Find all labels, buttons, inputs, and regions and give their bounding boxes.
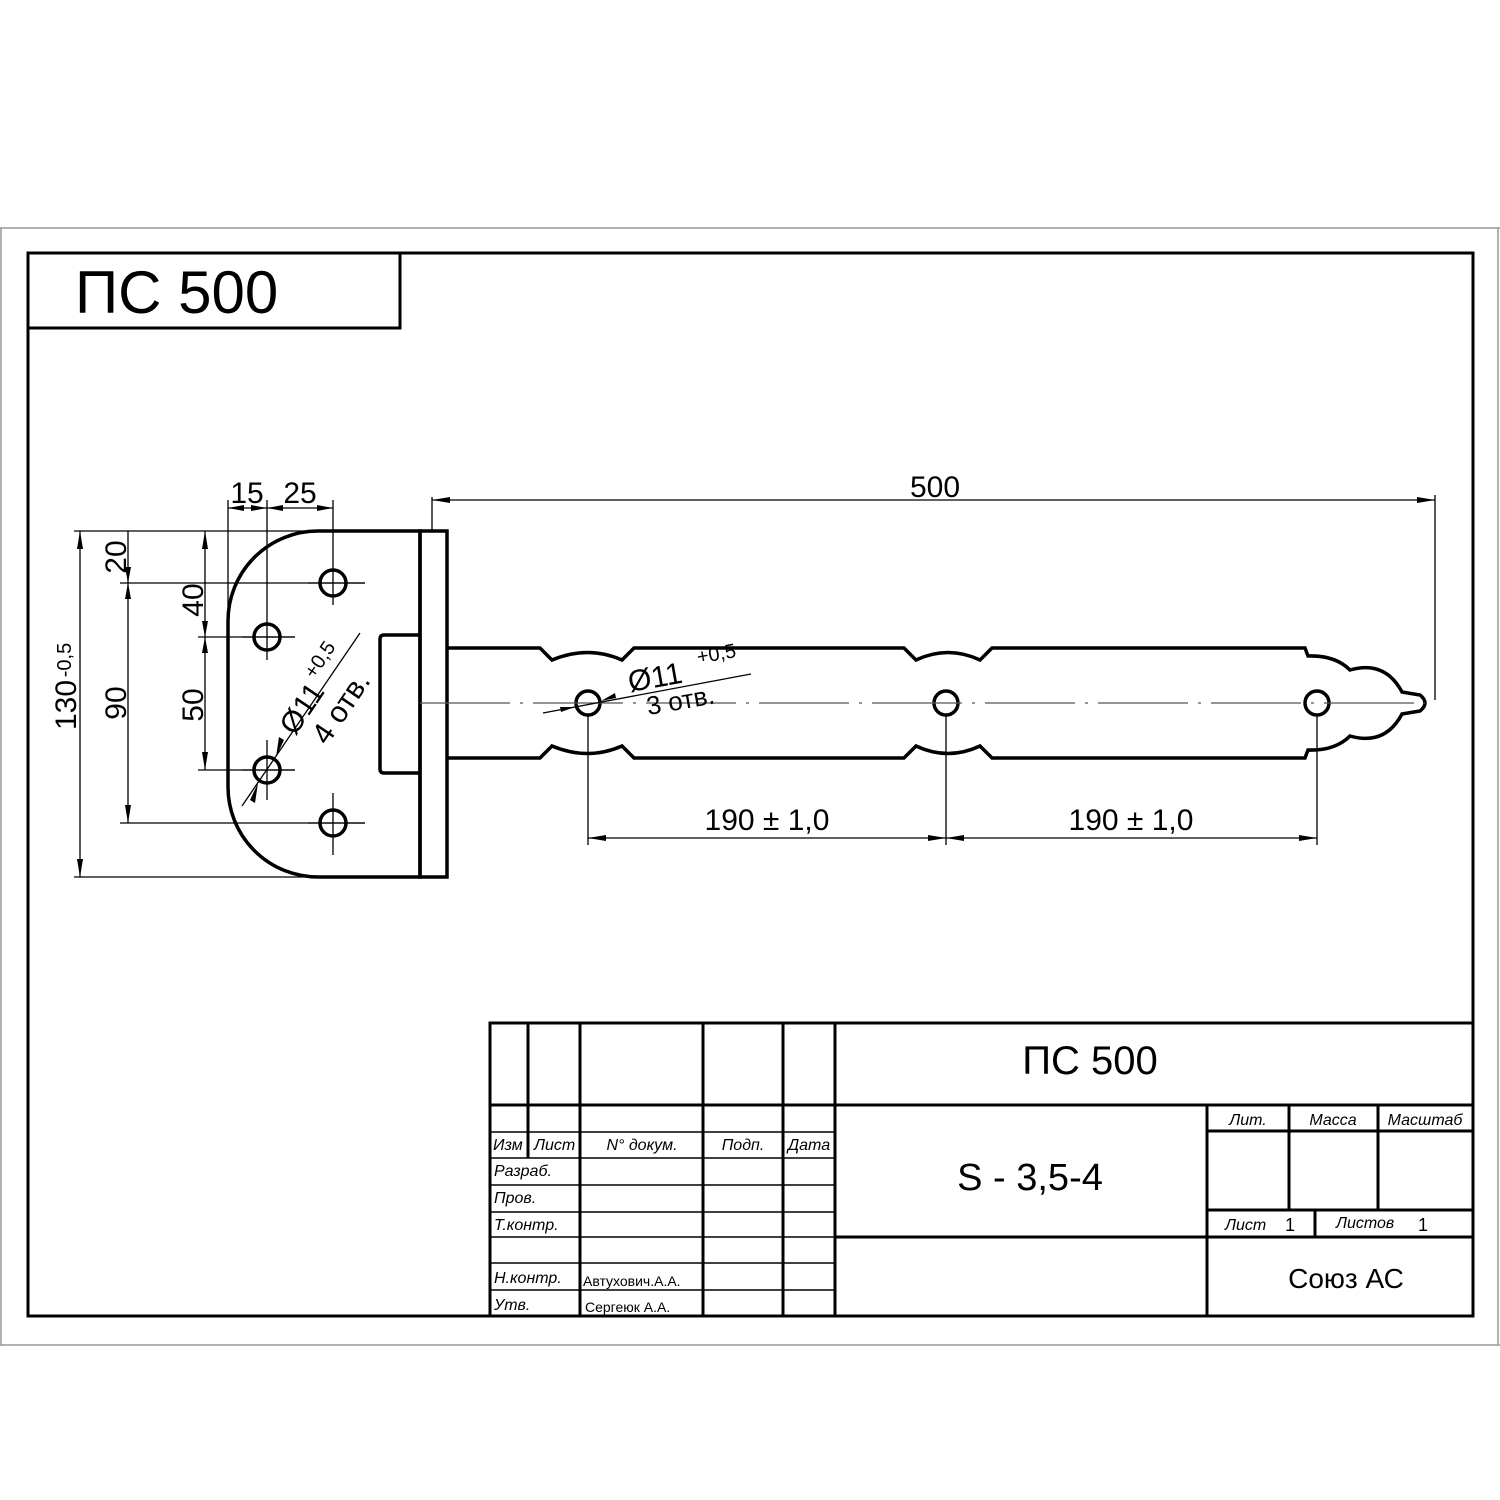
- dim-pitch-2-label: 190 ± 1,0: [1069, 804, 1194, 837]
- material: S - 3,5-4: [957, 1157, 1103, 1199]
- dim-130-tolerance: -0,5: [54, 643, 76, 677]
- sheets-label: Листов: [1335, 1215, 1394, 1232]
- dim-20-label: 20: [100, 540, 133, 573]
- title-box-label: ПС 500: [75, 259, 278, 326]
- strap-hole-tolerance: +0,5: [695, 640, 738, 669]
- dim-130-label: 130: [50, 680, 83, 730]
- dim-50-label: 50: [177, 688, 210, 721]
- utv-name: Сергеюк А.А.: [585, 1299, 670, 1315]
- title-box: ПС 500: [28, 253, 402, 330]
- dim-overall-length: 500: [431, 471, 1436, 700]
- lit-label: Лит.: [1228, 1112, 1266, 1129]
- role-utv: Утв.: [493, 1297, 530, 1314]
- drawing-frame: [26, 251, 1475, 1318]
- nkontr-name: Автухович.А.А.: [583, 1273, 681, 1289]
- dim-500-label: 500: [910, 471, 960, 504]
- sheet-label: Лист: [1224, 1217, 1266, 1234]
- scale-label: Масштаб: [1388, 1112, 1464, 1129]
- dim-25-label: 25: [283, 477, 316, 510]
- dim-plate-offsets: 15 25: [227, 477, 333, 620]
- dim-hole-pitch: 190 ± 1,0 190 ± 1,0: [587, 715, 1318, 845]
- mass-label: Масса: [1309, 1112, 1356, 1129]
- sheet-value: 1: [1285, 1215, 1295, 1235]
- sheets-value: 1: [1418, 1215, 1428, 1235]
- header-date: Дата: [786, 1137, 830, 1154]
- header-sign: Подп.: [722, 1137, 765, 1154]
- role-razrab: Разраб.: [494, 1163, 552, 1180]
- knuckle: [378, 633, 420, 775]
- plate-hole-callout: Ø11 +0,5 4 отв.: [241, 632, 377, 807]
- designation: ПС 500: [1022, 1039, 1158, 1083]
- dim-plate-vertical: 130 -0,5 20 90 40 50: [50, 530, 365, 878]
- dim-15-label: 15: [230, 477, 263, 510]
- header-list: Лист: [533, 1137, 575, 1154]
- title-block: Изм Лист N° докум. Подп. Дата Разраб. Пр…: [488, 1021, 1475, 1318]
- dim-pitch-1-label: 190 ± 1,0: [705, 804, 830, 837]
- plate-hole-tolerance: +0,5: [300, 637, 340, 682]
- header-izm: Изм: [493, 1137, 523, 1154]
- role-prov: Пров.: [494, 1190, 536, 1207]
- organization: Союз АС: [1288, 1263, 1404, 1294]
- dim-90-label: 90: [100, 686, 133, 719]
- header-doc: N° докум.: [606, 1137, 677, 1154]
- role-tkontr: Т.контр.: [494, 1217, 559, 1234]
- role-nkontr: Н.контр.: [494, 1270, 562, 1287]
- dim-40-label: 40: [177, 583, 210, 616]
